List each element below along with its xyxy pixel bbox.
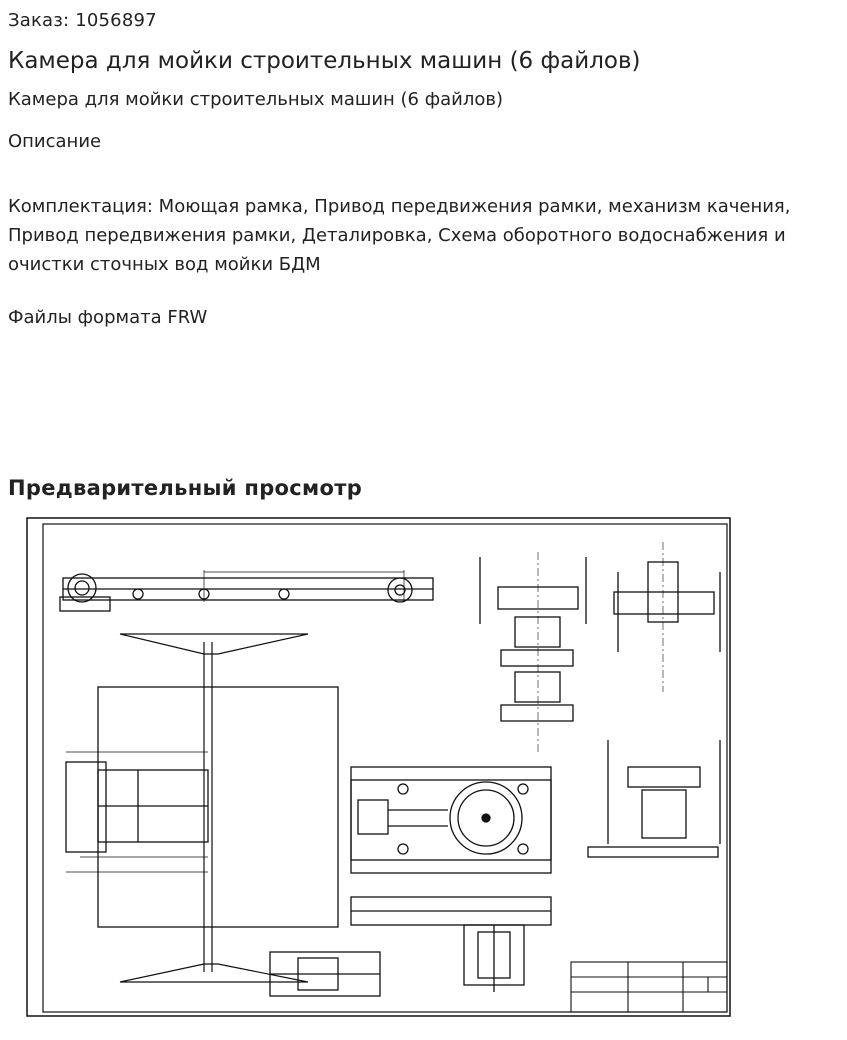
order-number: Заказ: 1056897 <box>8 10 157 31</box>
product-subtitle: Камера для мойки строительных машин (6 ф… <box>8 89 503 110</box>
file-formats: Файлы формата FRW <box>8 307 208 328</box>
preview-heading: Предварительный просмотр <box>8 476 363 500</box>
description-heading: Описание <box>8 131 102 152</box>
cad-drawing-image <box>26 517 731 1017</box>
description-body: Комплектация: Моющая рамка, Привод перед… <box>8 196 791 275</box>
preview-drawing[interactable] <box>8 512 738 1020</box>
product-title: Камера для мойки строительных машин (6 ф… <box>8 48 641 74</box>
